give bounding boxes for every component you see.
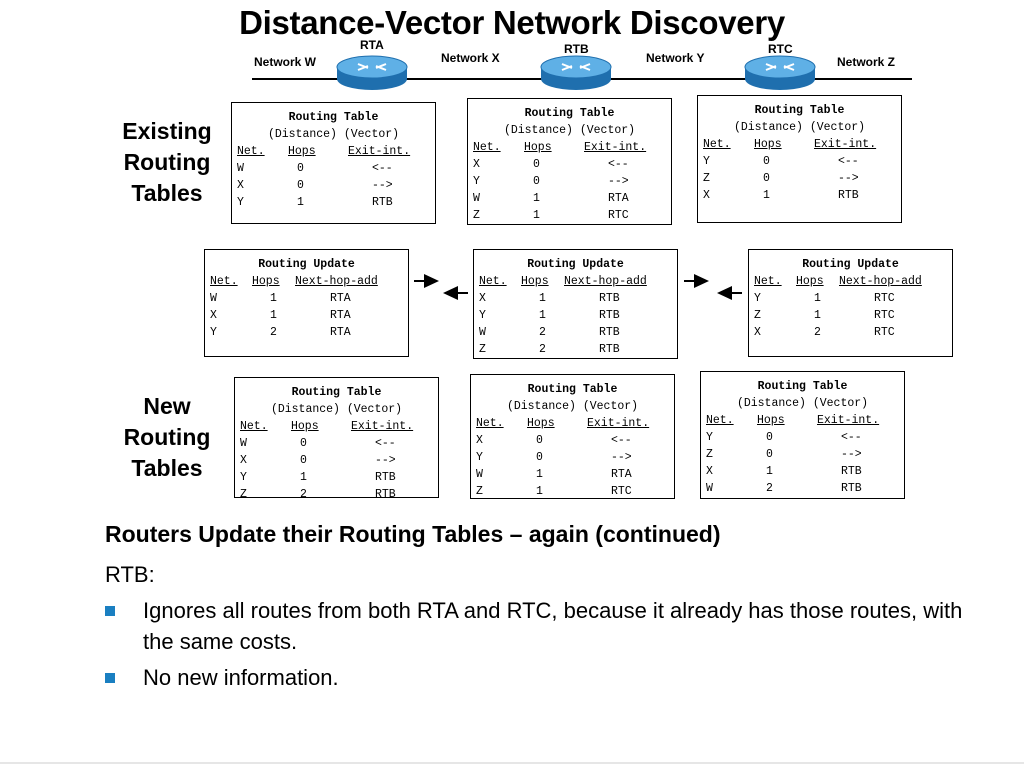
existing-tables-label: Existing Routing Tables (122, 118, 212, 206)
table-row: X 1 RTB (703, 189, 859, 202)
bullet-square-icon (105, 673, 115, 683)
routing-update-rtc: Routing Update Net. Hops Next-hop-add Y … (748, 249, 953, 357)
update-header-row: Net. Hops Next-hop-add (210, 275, 378, 288)
table-row: Z 1 RTC (473, 209, 629, 222)
bullet-item: Ignores all routes from both RTA and RTC… (105, 595, 985, 657)
new-table-rtc: Routing Table (Distance) (Vector) Net. H… (700, 371, 905, 499)
network-w-label: Network W (254, 55, 317, 69)
table-row: Z 0 --> (706, 448, 862, 461)
network-x-label: Network X (441, 51, 500, 65)
table-row: X 0 --> (237, 179, 393, 192)
table-row: W 1 RTA (476, 468, 632, 481)
table-row: Y 0 --> (473, 175, 629, 188)
existing-table-rtc: Routing Table (Distance) (Vector) Net. H… (697, 95, 902, 223)
table-row: Z 0 --> (703, 172, 859, 185)
table-row: Y 0 <-- (703, 155, 859, 168)
routing-update-rtb: Routing Update Net. Hops Next-hop-add X … (473, 249, 678, 359)
new-table-rtb: Routing Table (Distance) (Vector) Net. H… (470, 374, 675, 499)
table-subtitle: (Distance) (Vector) (267, 128, 400, 141)
new-tables-label: New Routing Tables (123, 393, 211, 481)
table-title: Routing Table (527, 383, 618, 396)
table-subtitle: (Distance) (Vector) (736, 397, 869, 410)
network-z-label: Network Z (837, 55, 896, 69)
update-title: Routing Update (802, 258, 899, 271)
table-row: Y 0 <-- (706, 431, 862, 444)
update-row: W 1 RTA (210, 292, 351, 305)
table-row: Y 1 RTB (240, 471, 396, 484)
update-title: Routing Update (258, 258, 355, 271)
new-table-rta: Routing Table (Distance) (Vector) Net. H… (234, 377, 439, 498)
table-subtitle: (Distance) (Vector) (503, 124, 636, 137)
update-row: X 1 RTB (479, 292, 620, 305)
update-row: X 1 RTA (210, 309, 351, 322)
update-row: Y 1 RTB (479, 309, 620, 322)
table-title: Routing Table (757, 380, 848, 393)
arrow-left-icon (443, 286, 468, 300)
table-row: X 1 RTB (706, 465, 862, 478)
bullet-square-icon (105, 606, 115, 616)
table-row: Z 2 RTB (240, 488, 396, 498)
update-row: Y 2 RTA (210, 326, 351, 339)
update-row: Z 1 RTC (754, 309, 895, 322)
update-row: X 2 RTC (754, 326, 895, 339)
router-rtb-icon (540, 55, 612, 90)
update-header-row: Net. Hops Next-hop-add (479, 275, 647, 288)
table-header-row: Net. Hops Exit-int. (703, 138, 877, 151)
existing-table-rta: Routing Table (Distance) (Vector) Net. H… (231, 102, 436, 224)
table-row: Y 1 RTB (237, 196, 393, 209)
table-title: Routing Table (524, 107, 615, 120)
arrow-right-icon (414, 274, 439, 288)
update-row: Z 2 RTB (479, 343, 620, 356)
table-row: W 0 <-- (237, 162, 393, 175)
update-header-row: Net. Hops Next-hop-add (754, 275, 922, 288)
router-rtc-icon (744, 55, 816, 90)
table-row: Y 0 --> (476, 451, 632, 464)
arrow-right-icon (684, 274, 709, 288)
table-title: Routing Table (288, 111, 379, 124)
update-row: W 2 RTB (479, 326, 620, 339)
update-row: Y 1 RTC (754, 292, 895, 305)
router-rta-label: RTA (360, 38, 384, 52)
arrow-left-icon (717, 286, 742, 300)
table-row: W 2 RTB (706, 482, 862, 495)
footer-divider (0, 762, 1024, 764)
table-title: Routing Table (754, 104, 845, 117)
section-heading: Routers Update their Routing Tables – ag… (105, 521, 721, 547)
table-header-row: Net. Hops Exit-int. (473, 141, 647, 154)
routing-update-rta: Routing Update Net. Hops Next-hop-add W … (204, 249, 409, 357)
table-subtitle: (Distance) (Vector) (270, 403, 403, 416)
table-header-row: Net. Hops Exit-int. (240, 420, 414, 433)
table-row: W 0 <-- (240, 437, 396, 450)
network-y-label: Network Y (646, 51, 705, 65)
table-title: Routing Table (291, 386, 382, 399)
update-title: Routing Update (527, 258, 624, 271)
table-row: X 0 <-- (476, 434, 632, 447)
table-row: W 1 RTA (473, 192, 629, 205)
table-row: Z 1 RTC (476, 485, 632, 498)
router-rtb-label: RTB (564, 42, 589, 56)
intro-text: RTB: (105, 562, 155, 587)
bullet-item: No new information. (105, 662, 985, 693)
table-subtitle: (Distance) (Vector) (506, 400, 639, 413)
table-header-row: Net. Hops Exit-int. (237, 145, 411, 158)
page-title: Distance-Vector Network Discovery (239, 4, 785, 41)
table-header-row: Net. Hops Exit-int. (476, 417, 650, 430)
table-header-row: Net. Hops Exit-int. (706, 414, 880, 427)
existing-table-rtb: Routing Table (Distance) (Vector) Net. H… (467, 98, 672, 225)
router-rta-icon (336, 55, 408, 90)
table-row: X 0 --> (240, 454, 396, 467)
router-rtc-label: RTC (768, 42, 793, 56)
table-row: X 0 <-- (473, 158, 629, 171)
table-subtitle: (Distance) (Vector) (733, 121, 866, 134)
